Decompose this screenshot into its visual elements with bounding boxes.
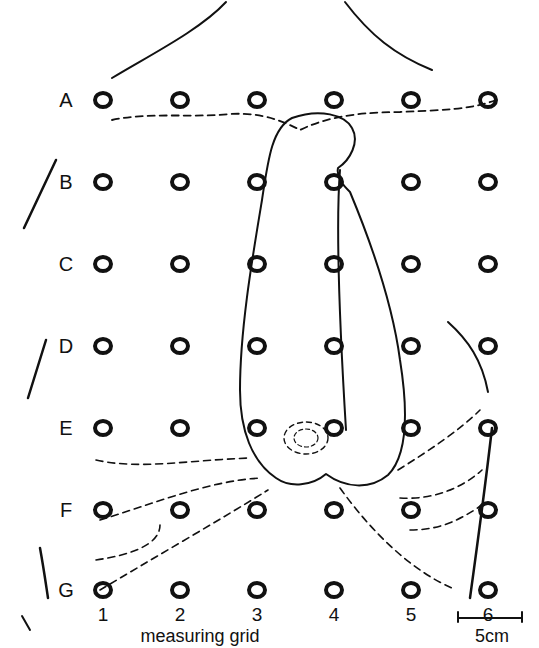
measuring-point <box>326 503 342 517</box>
measuring-point <box>326 339 342 353</box>
rib-outline <box>96 458 250 464</box>
measuring-point <box>326 257 342 271</box>
row-letter: F <box>60 500 72 520</box>
measuring-point <box>480 93 496 107</box>
measuring-point <box>95 257 111 271</box>
measuring-point <box>95 421 111 435</box>
measuring-point <box>95 339 111 353</box>
column-number: 1 <box>98 605 109 624</box>
measuring-point <box>172 421 188 435</box>
measuring-point <box>403 93 419 107</box>
heart-outline <box>240 113 405 485</box>
column-number: 2 <box>175 605 186 624</box>
measuring-point <box>95 93 111 107</box>
measuring-point <box>403 583 419 597</box>
measuring-point <box>172 583 188 597</box>
measuring-point <box>480 257 496 271</box>
row-letter: D <box>59 336 73 356</box>
measuring-point <box>249 339 265 353</box>
heart-septum <box>338 170 346 430</box>
measuring-point <box>403 257 419 271</box>
grid-caption: measuring grid <box>140 627 259 645</box>
row-letter: C <box>59 254 73 274</box>
measuring-point <box>95 583 111 597</box>
measuring-point <box>480 583 496 597</box>
measuring-point <box>249 93 265 107</box>
measuring-point <box>480 175 496 189</box>
row-letter: G <box>58 580 74 600</box>
measuring-point <box>172 93 188 107</box>
measuring-point <box>249 503 265 517</box>
measuring-point <box>95 175 111 189</box>
measuring-point <box>172 503 188 517</box>
measuring-point <box>172 339 188 353</box>
row-letter: E <box>59 418 72 438</box>
column-number: 6 <box>483 605 494 624</box>
rib-outline <box>398 410 480 470</box>
measuring-point <box>326 175 342 189</box>
scale-label: 5cm <box>475 627 509 645</box>
measuring-point <box>326 583 342 597</box>
row-letter: B <box>59 172 72 192</box>
measuring-point <box>172 257 188 271</box>
measuring-point <box>249 175 265 189</box>
measuring-point <box>249 421 265 435</box>
measuring-point <box>403 175 419 189</box>
measuring-point <box>403 503 419 517</box>
measuring-point <box>249 257 265 271</box>
rib-outline <box>100 490 268 590</box>
row-letter: A <box>59 90 72 110</box>
measuring-point <box>480 339 496 353</box>
measuring-point <box>403 339 419 353</box>
left-arm-line <box>40 548 48 598</box>
column-number: 3 <box>252 605 263 624</box>
measuring-point <box>249 583 265 597</box>
measuring-point <box>172 175 188 189</box>
rib-outline <box>340 488 452 588</box>
rib-outline <box>400 470 482 498</box>
measuring-point <box>95 503 111 517</box>
measuring-point <box>326 421 342 435</box>
left-arm-line <box>22 616 30 630</box>
rib-outline <box>96 525 160 560</box>
left-neck-line <box>112 2 226 78</box>
right-arm-line <box>448 322 488 392</box>
apex-marker <box>294 429 318 447</box>
measuring-point <box>480 421 496 435</box>
measuring-point <box>403 421 419 435</box>
right-neck-line <box>345 2 432 70</box>
rib-outline <box>100 478 262 520</box>
column-number: 4 <box>329 605 340 624</box>
apex-marker <box>284 422 328 454</box>
column-number: 5 <box>406 605 417 624</box>
left-arm-line <box>24 160 56 228</box>
left-arm-line <box>28 340 46 398</box>
measuring-point <box>326 93 342 107</box>
measuring-point <box>480 503 496 517</box>
